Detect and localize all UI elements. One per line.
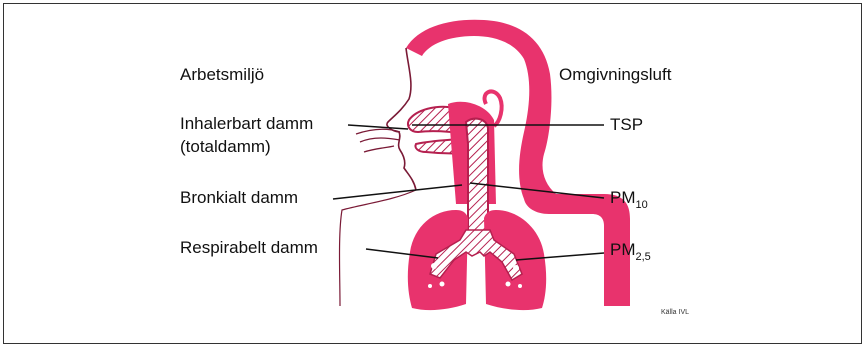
total-dust-label: (totaldamm) bbox=[180, 137, 271, 157]
inhalable-dust-label: Inhalerbart damm bbox=[180, 114, 313, 134]
bronchial-dust-label: Bronkialt damm bbox=[180, 188, 298, 208]
respirable-dust-label: Respirabelt damm bbox=[180, 238, 318, 258]
tsp-label: TSP bbox=[610, 115, 643, 135]
figure-frame: Arbetsmiljö Omgivningsluft Inhalerbart d… bbox=[3, 3, 862, 344]
pm25-label: PM2,5 bbox=[610, 240, 651, 267]
pm10-base: PM bbox=[610, 188, 636, 207]
torso-outline bbox=[340, 190, 417, 306]
leader-inhalable bbox=[348, 125, 408, 129]
pm10-subscript: 10 bbox=[636, 199, 648, 211]
left-column-header: Arbetsmiljö bbox=[180, 65, 264, 85]
source-credit: Källa IVL bbox=[661, 309, 689, 316]
pm10-label: PM10 bbox=[610, 188, 648, 215]
respiratory-system-diagram bbox=[4, 4, 861, 343]
right-column-header: Omgivningsluft bbox=[559, 65, 671, 85]
pm25-subscript: 2,5 bbox=[636, 251, 651, 263]
inhaled-air-lines bbox=[356, 129, 400, 152]
pm25-base: PM bbox=[610, 240, 636, 259]
